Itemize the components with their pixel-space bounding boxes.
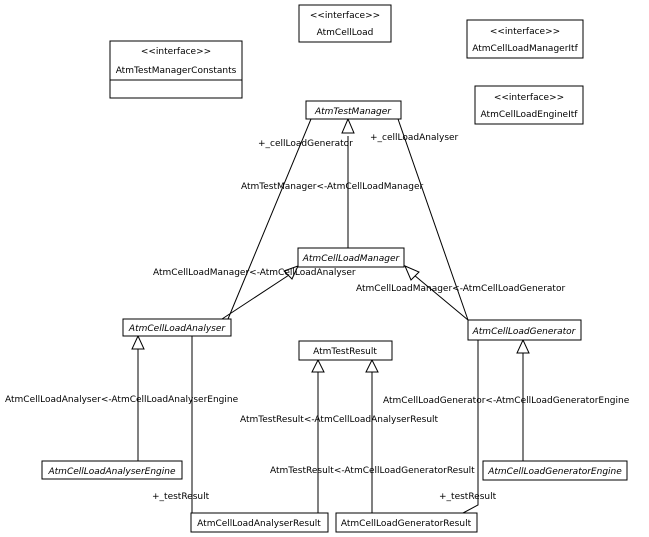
arrowhead-analyser [131, 334, 145, 350]
role-label-analyser-test-result: +_testResult [152, 492, 210, 502]
role-label-cell-load-analyser: +_cellLoadAnalyser [370, 133, 459, 143]
generalization-arrowheads [131, 117, 530, 373]
class-name: AtmTestManagerConstants [116, 66, 237, 76]
generalization-label-generator-engine: AtmCellLoadGenerator<-AtmCellLoadGenerat… [383, 396, 630, 406]
class-atm-cell-load-analyser[interactable]: AtmCellLoadAnalyser [122, 318, 232, 337]
class-name: AtmCellLoadGeneratorResult [341, 519, 472, 529]
class-name: AtmCellLoadAnalyserEngine [48, 467, 176, 477]
class-atm-cell-load[interactable]: <<interface>> AtmCellLoad [298, 4, 392, 43]
generalization-label-test-manager: AtmTestManager<-AtmCellLoadManager [241, 182, 424, 192]
role-label-cell-load-generator: +_cellLoadGenerator [258, 139, 353, 149]
class-name: AtmCellLoadEngineItf [481, 110, 579, 120]
class-atm-test-result[interactable]: AtmTestResult [298, 340, 393, 361]
edge-analyser-to-test-manager [227, 118, 312, 320]
class-atm-cell-load-analyser-engine[interactable]: AtmCellLoadAnalyserEngine [41, 460, 183, 480]
stereotype-label: <<interface>> [494, 93, 564, 103]
class-atm-cell-load-generator-engine[interactable]: AtmCellLoadGeneratorEngine [482, 460, 628, 481]
generalization-label-result-analyser: AtmTestResult<-AtmCellLoadAnalyserResult [240, 415, 439, 425]
arrowhead-generator [516, 338, 530, 354]
class-atm-cell-load-generator[interactable]: AtmCellLoadGenerator [467, 319, 582, 341]
arrowhead-test-manager [341, 117, 355, 134]
class-atm-cell-load-generator-result[interactable]: AtmCellLoadGeneratorResult [335, 512, 478, 533]
stereotype-label: <<interface>> [310, 11, 380, 21]
generalization-label-analyser-engine: AtmCellLoadAnalyser<-AtmCellLoadAnalyser… [5, 395, 239, 405]
class-atm-test-manager-constants[interactable]: <<interface>> AtmTestManagerConstants [109, 40, 243, 99]
class-name: AtmCellLoadAnalyserResult [197, 519, 321, 529]
class-name: AtmCellLoadAnalyser [128, 324, 226, 334]
diagram-edges [137, 118, 524, 514]
class-name: AtmCellLoadManagerItf [472, 44, 578, 54]
generalization-label-manager-generator: AtmCellLoadManager<-AtmCellLoadGenerator [356, 284, 565, 294]
generalization-label-result-generator: AtmTestResult<-AtmCellLoadGeneratorResul… [270, 466, 475, 476]
stereotype-label: <<interface>> [490, 27, 560, 37]
generalization-label-manager-analyser: AtmCellLoadManager<-AtmCellLoadAnalyser [153, 268, 356, 278]
edge-generator-to-test-manager [397, 118, 469, 321]
arrowhead-manager-from-analyser [283, 265, 299, 280]
class-name: AtmTestResult [313, 347, 377, 357]
stereotype-label: <<interface>> [141, 47, 211, 57]
arrowhead-test-result-right [365, 358, 379, 373]
class-name: AtmTestManager [314, 107, 392, 117]
class-atm-cell-load-analyser-result[interactable]: AtmCellLoadAnalyserResult [190, 512, 329, 533]
class-name: AtmCellLoadGeneratorEngine [487, 467, 622, 477]
arrowhead-manager-from-generator [404, 265, 420, 281]
edge-labels: +_cellLoadGenerator +_cellLoadAnalyser A… [5, 133, 630, 502]
class-atm-cell-load-manager-itf[interactable]: <<interface>> AtmCellLoadManagerItf [466, 19, 584, 59]
class-atm-test-manager[interactable]: AtmTestManager [305, 100, 402, 120]
arrowhead-test-result-left [311, 358, 325, 373]
edge-analyser-to-manager [221, 274, 290, 320]
class-atm-cell-load-manager[interactable]: AtmCellLoadManager [297, 247, 405, 268]
class-name: AtmCellLoadManager [302, 254, 401, 264]
edge-generator-to-generator-result [462, 340, 479, 514]
class-name: AtmCellLoad [317, 28, 374, 38]
role-label-generator-test-result: +_testResult [439, 492, 497, 502]
edge-generator-to-manager [413, 274, 469, 321]
class-name: AtmCellLoadGenerator [472, 327, 577, 337]
class-atm-cell-load-engine-itf[interactable]: <<interface>> AtmCellLoadEngineItf [474, 85, 584, 125]
